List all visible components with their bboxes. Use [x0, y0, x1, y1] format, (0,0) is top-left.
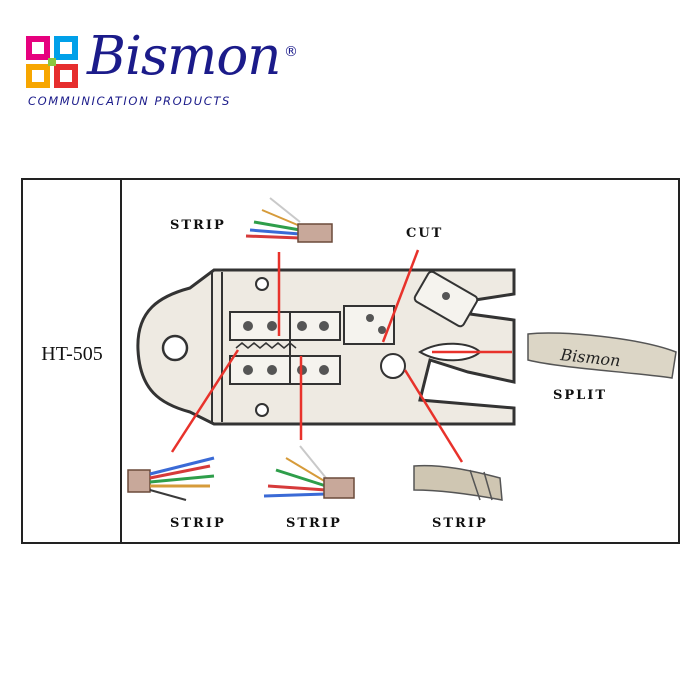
stripped-wire-mid-icon: [263, 445, 355, 499]
label-strip-top: STRIP: [170, 218, 226, 233]
screw-top-icon: [255, 277, 269, 291]
brand-name: Bismon: [87, 26, 281, 87]
pointer-strip-right: [403, 369, 464, 463]
stripped-wire-top-icon: [245, 197, 333, 243]
stripper-teeth: [235, 342, 297, 349]
split-hole-icon: [380, 353, 406, 379]
brand-logo-icon: [26, 36, 78, 88]
registered-mark: ®: [284, 44, 298, 60]
pivot-icon: [161, 334, 189, 362]
split-cable-icon: Bismon: [527, 332, 677, 379]
cutter-block: [343, 305, 395, 345]
label-cut: CUT: [406, 226, 444, 241]
diagram-frame: [21, 178, 680, 544]
frame-divider: [120, 178, 122, 544]
label-split: SPLIT: [553, 388, 608, 403]
label-strip-bottom-right: STRIP: [432, 516, 488, 531]
tool-body: [136, 268, 516, 426]
model-number: HT-505: [41, 343, 103, 365]
pointer-cut: [381, 249, 420, 343]
label-strip-bottom-mid: STRIP: [286, 516, 342, 531]
screw-bottom-icon: [255, 403, 269, 417]
brand-tagline: COMMUNICATION PRODUCTS: [28, 94, 231, 108]
die-holes-icon: [243, 321, 329, 375]
stripped-wire-left-icon: [127, 456, 215, 501]
label-strip-bottom-left: STRIP: [170, 516, 226, 531]
pointer-strip-left: [170, 349, 240, 453]
stripped-cable-right-icon: [413, 464, 503, 501]
